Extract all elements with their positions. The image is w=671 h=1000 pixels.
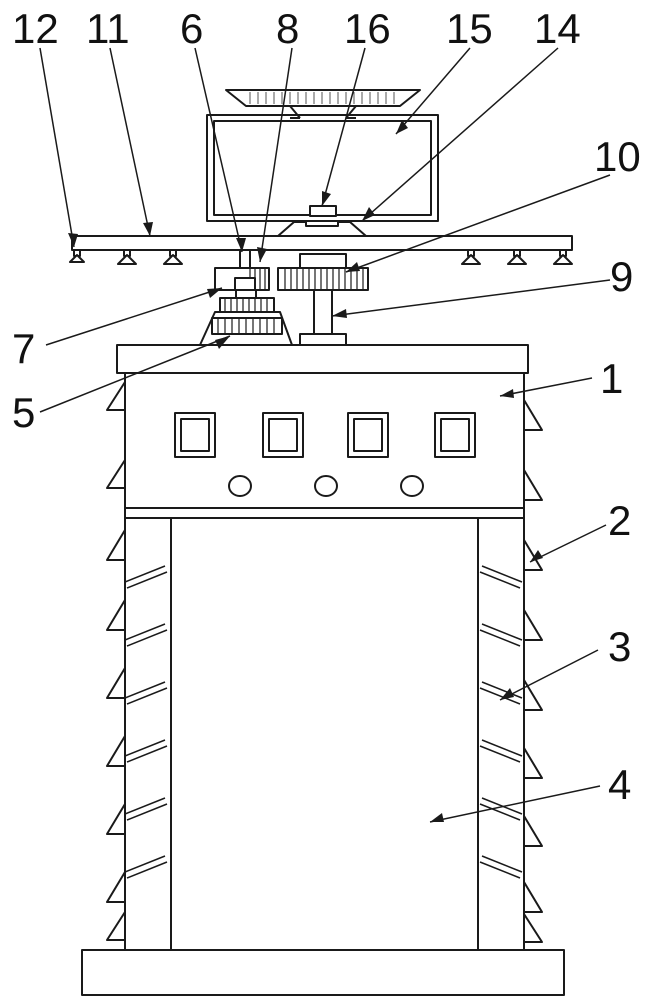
callout-2: 2 bbox=[608, 497, 632, 544]
callout-9: 9 bbox=[610, 253, 634, 300]
leader-lines bbox=[39, 47, 611, 823]
motor-gear-assembly bbox=[199, 289, 293, 346]
callout-12: 12 bbox=[12, 5, 59, 52]
callout-3: 3 bbox=[608, 623, 632, 670]
meter-windows bbox=[174, 412, 476, 458]
indicator-lights bbox=[228, 475, 424, 497]
fins-left bbox=[106, 381, 126, 941]
callout-6: 6 bbox=[180, 5, 204, 52]
drive-gear bbox=[277, 253, 369, 291]
cabinet-body bbox=[124, 372, 525, 519]
callout-10: 10 bbox=[594, 133, 641, 180]
level-sensor bbox=[309, 205, 337, 217]
base-plate bbox=[81, 949, 565, 996]
leader-arrowheads bbox=[68, 120, 543, 822]
fins-right bbox=[523, 399, 543, 943]
right-column bbox=[477, 517, 525, 951]
callout-1: 1 bbox=[600, 355, 624, 402]
callout-15: 15 bbox=[446, 5, 493, 52]
callout-5: 5 bbox=[12, 389, 36, 436]
callout-16: 16 bbox=[344, 5, 391, 52]
top-canopy bbox=[225, 89, 421, 119]
callout-11: 11 bbox=[86, 5, 130, 52]
vertical-shaft bbox=[299, 289, 347, 346]
callout-8: 8 bbox=[276, 5, 300, 52]
door-panel bbox=[170, 517, 479, 951]
left-column bbox=[124, 517, 172, 951]
callout-14: 14 bbox=[534, 5, 581, 52]
callout-4: 4 bbox=[608, 761, 632, 808]
spray-nozzles bbox=[69, 249, 573, 265]
callout-7: 7 bbox=[12, 325, 36, 372]
top-plate bbox=[116, 344, 529, 374]
spray-arm bbox=[71, 235, 573, 251]
